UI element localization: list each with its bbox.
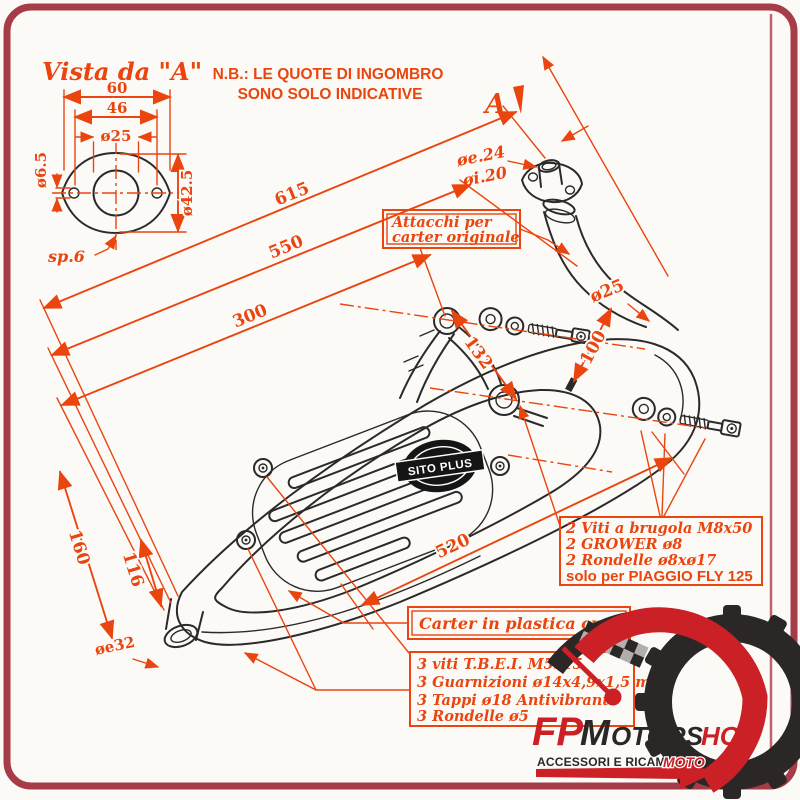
hardware-kit-callout: 2 Viti a brugola M8x50 2 GROWER ø8 2 Ron… (518, 404, 763, 586)
logo-otors: OTORS (611, 721, 704, 751)
flange-dim-bore: ø25 (101, 127, 132, 145)
view-a-line (542, 55, 669, 277)
inlet-leader (507, 158, 538, 170)
speedo-red-arc (574, 607, 768, 793)
parts-line-2: 3 Guarnizioni ø14x4,9x1,5 mm (417, 674, 666, 691)
view-a-arrowhead-icon (513, 85, 524, 114)
kit-line-3: 2 Rondelle ø8xø17 (565, 552, 716, 569)
logo-arrow-icon (536, 759, 714, 789)
flange-dim-height: ø42.5 (178, 170, 196, 217)
logo-moto: MOTO (663, 754, 705, 770)
flange-dim-hole: ø6.5 (32, 152, 50, 188)
parts-line-4: 3 Rondelle ø5 (417, 708, 529, 725)
dim-300-line (60, 254, 432, 406)
parts-line-1: 3 viti T.B.E.I. M5x15 (417, 656, 583, 673)
attacchi-callout: Attacchi per carter originale (382, 209, 571, 255)
kit-line-2: 2 GROWER ø8 (565, 536, 682, 553)
kit-line-1: 2 Viti a brugola M8x50 (565, 520, 752, 537)
pipe-edge-right (575, 215, 679, 331)
logo-m: M (580, 712, 611, 753)
pipe-diameter-leader (627, 303, 651, 322)
axis-centerline-2 (429, 387, 706, 429)
dim-116-line (138, 538, 164, 608)
flange-dim-thickness: sp.6 (47, 247, 85, 266)
inlet-flange-plate (521, 161, 583, 204)
logo-tagline: ACCESSORI E RICAMBI (537, 755, 678, 769)
speedo-needle-icon (561, 646, 612, 696)
carter-screw-1 (253, 458, 273, 478)
dim-132-line (450, 309, 518, 401)
carter-screw-2 (236, 530, 256, 550)
detail-view-title: Vista da "A" (42, 57, 202, 86)
speedo-needle-hub (604, 688, 622, 706)
attacchi-line-1: Attacchi per (390, 214, 493, 231)
body-outline (176, 338, 701, 646)
dim-520-line (360, 457, 674, 606)
note-line-2: SONO SOLO INDICATIVE (238, 86, 423, 103)
flange-dimensioning: 60 46 ø25 ø6.5 ø42.5 sp.6 (30, 77, 198, 266)
inlet-mouth-arrow (560, 125, 589, 142)
attacchi-line-2: carter originale (392, 229, 520, 246)
logo-hop: HOP (701, 721, 758, 751)
photo-border-frame (3, 3, 798, 790)
dim-100-line (573, 307, 612, 383)
bolt-set-right (631, 396, 742, 438)
note-line-1: N.B.: LE QUOTE DI INGOMBRO (213, 66, 444, 83)
flange-dim-60: 60 (107, 79, 128, 97)
logo-fp: FP (532, 710, 583, 754)
kit-line-4: solo per PIAGGIO FLY 125 (566, 568, 753, 585)
fp-motorshop-logo: FP M OTORS HOP ACCESSORI E RICAMBI MOTO (532, 605, 800, 799)
chrome-carter-outline (214, 388, 602, 614)
parts-line-3: 3 Tappi ø18 Antivibranti (417, 692, 615, 709)
exhaust-tip (163, 598, 204, 649)
dim-160-line (57, 470, 115, 640)
inlet-pipe-assembly (521, 159, 679, 393)
end-cap-seam (654, 354, 684, 421)
outlet-leader (132, 657, 160, 669)
view-a-label: A (482, 89, 506, 120)
pipe-edge-left (543, 211, 647, 328)
flange-dim-46: 46 (107, 99, 128, 117)
